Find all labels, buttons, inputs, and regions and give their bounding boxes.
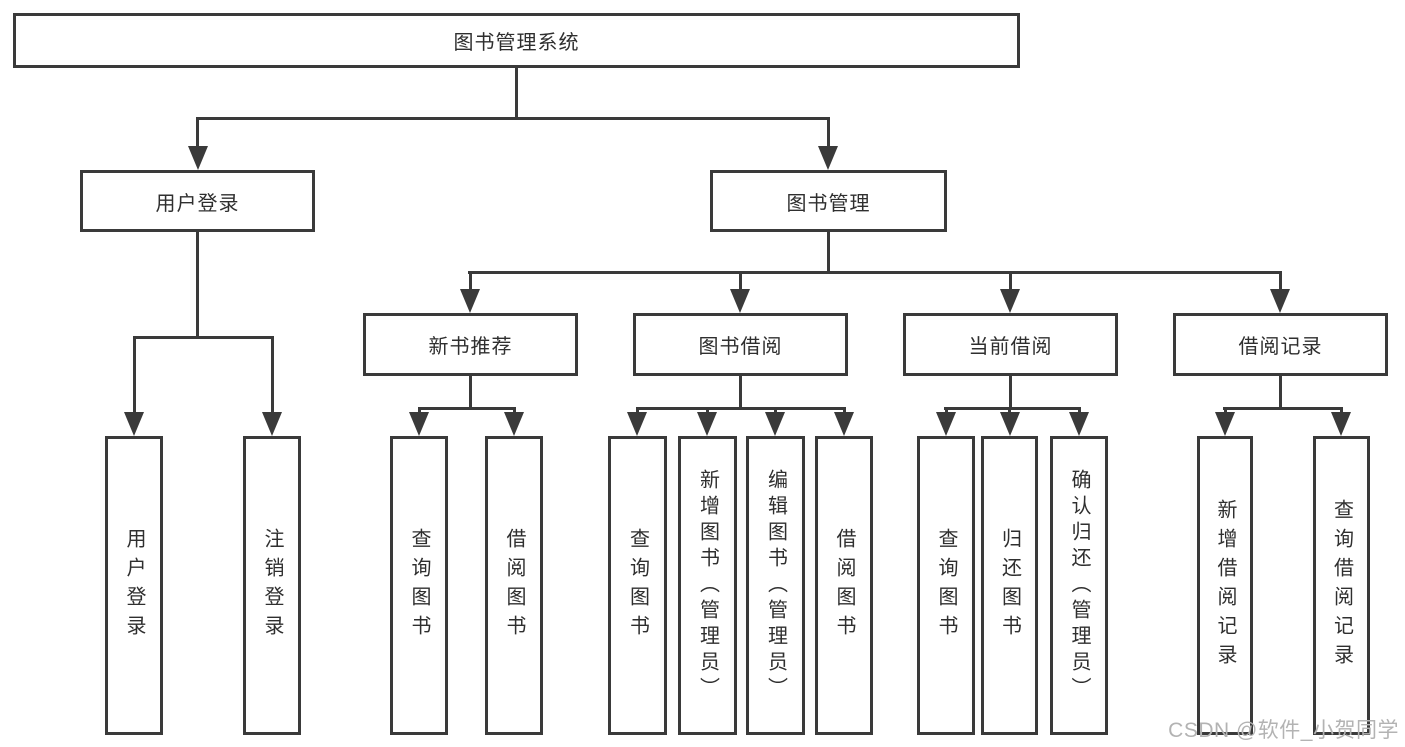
leaf-return-books-label: 归还图书	[998, 527, 1021, 644]
csdn-watermark: CSDN @软件_小贺同学	[1168, 719, 1399, 742]
arrow-down-icon	[834, 412, 854, 436]
node-book-management-label: 图书管理	[786, 192, 871, 215]
arrow-down-icon	[1331, 412, 1351, 436]
connector-line	[469, 271, 472, 291]
connector-line	[271, 336, 274, 414]
connector-line	[827, 232, 830, 273]
node-root-label: 图书管理系统	[453, 32, 580, 54]
leaf-edit-books-admin: 编辑图书（管理员）	[746, 436, 805, 735]
node-borrow-records: 借阅记录	[1173, 313, 1388, 376]
leaf-current-query-books-label: 查询图书	[935, 527, 957, 644]
node-book-management: 图书管理	[710, 170, 947, 232]
connector-line	[468, 271, 1282, 274]
leaf-add-books-admin: 新增图书（管理员）	[678, 436, 737, 735]
connector-line	[1223, 407, 1343, 410]
connector-line	[843, 407, 846, 415]
node-new-book-recommend: 新书推荐	[363, 313, 578, 376]
arrow-down-icon	[460, 289, 480, 313]
leaf-edit-books-admin-label: 编辑图书（管理员）	[764, 468, 787, 703]
leaf-user-login-label: 用户登录	[123, 527, 145, 644]
connector-line	[945, 407, 948, 415]
node-user-login: 用户登录	[80, 170, 315, 232]
connector-line	[196, 232, 199, 337]
connector-line	[1279, 271, 1282, 291]
leaf-current-query-books: 查询图书	[917, 436, 975, 735]
leaf-borrow-books-label: 借阅图书	[833, 527, 855, 644]
connector-line	[196, 117, 199, 149]
connector-line	[1078, 407, 1081, 415]
connector-line	[636, 407, 846, 410]
connector-line	[1279, 376, 1282, 409]
connector-line	[774, 407, 777, 415]
arrow-down-icon	[1000, 289, 1020, 313]
connector-line	[418, 407, 516, 410]
node-book-borrow-label: 图书借阅	[698, 336, 783, 358]
node-user-login-label: 用户登录	[155, 192, 240, 215]
arrow-down-icon	[1000, 412, 1020, 436]
leaf-recommend-borrow-books: 借阅图书	[485, 436, 543, 735]
connector-line	[706, 407, 709, 415]
connector-line	[1009, 271, 1012, 291]
arrow-down-icon	[504, 412, 524, 436]
leaf-logout-label: 注销登录	[261, 527, 283, 644]
node-borrow-records-label: 借阅记录	[1238, 336, 1323, 358]
leaf-recommend-borrow-books-label: 借阅图书	[503, 527, 525, 644]
connector-line	[418, 407, 421, 415]
connector-line	[636, 407, 639, 415]
arrow-down-icon	[1069, 412, 1089, 436]
node-current-borrow: 当前借阅	[903, 313, 1118, 376]
arrow-down-icon	[936, 412, 956, 436]
connector-line	[196, 117, 830, 120]
leaf-user-login: 用户登录	[105, 436, 163, 735]
leaf-return-books: 归还图书	[981, 436, 1038, 735]
connector-line	[944, 407, 1081, 410]
connector-line	[133, 336, 136, 414]
leaf-logout: 注销登录	[243, 436, 301, 735]
arrow-down-icon	[1270, 289, 1290, 313]
leaf-query-borrow-record: 查询借阅记录	[1313, 436, 1370, 735]
leaf-add-borrow-record-label: 新增借阅记录	[1214, 498, 1236, 673]
leaf-add-borrow-record: 新增借阅记录	[1197, 436, 1253, 735]
node-current-borrow-label: 当前借阅	[968, 336, 1053, 358]
node-book-borrow: 图书借阅	[633, 313, 848, 376]
arrow-down-icon	[765, 412, 785, 436]
leaf-confirm-return-admin: 确认归还（管理员）	[1050, 436, 1108, 735]
arrow-down-icon	[1215, 412, 1235, 436]
node-new-book-recommend-label: 新书推荐	[428, 336, 513, 358]
connector-line	[1009, 376, 1012, 409]
connector-line	[739, 376, 742, 409]
connector-line	[1008, 407, 1011, 415]
arrow-down-icon	[818, 146, 838, 170]
arrow-down-icon	[409, 412, 429, 436]
leaf-recommend-query-books-label: 查询图书	[408, 527, 430, 644]
arrow-down-icon	[697, 412, 717, 436]
arrow-down-icon	[627, 412, 647, 436]
connector-line	[1224, 407, 1227, 415]
connector-line	[739, 271, 742, 291]
leaf-confirm-return-admin-label: 确认归还（管理员）	[1068, 468, 1090, 703]
arrow-down-icon	[188, 146, 208, 170]
connector-line	[827, 117, 830, 149]
connector-line	[1340, 407, 1343, 415]
leaf-recommend-query-books: 查询图书	[390, 436, 448, 735]
arrow-down-icon	[730, 289, 750, 313]
leaf-borrow-books: 借阅图书	[815, 436, 873, 735]
connector-line	[515, 68, 518, 118]
leaf-borrow-query-books: 查询图书	[608, 436, 667, 735]
arrow-down-icon	[124, 412, 144, 436]
leaf-borrow-query-books-label: 查询图书	[626, 527, 649, 644]
connector-line	[133, 336, 274, 339]
leaf-add-books-admin-label: 新增图书（管理员）	[696, 468, 719, 703]
connector-line	[469, 376, 472, 409]
connector-line	[513, 407, 516, 415]
arrow-down-icon	[262, 412, 282, 436]
node-root: 图书管理系统	[13, 13, 1020, 68]
leaf-query-borrow-record-label: 查询借阅记录	[1330, 498, 1353, 673]
